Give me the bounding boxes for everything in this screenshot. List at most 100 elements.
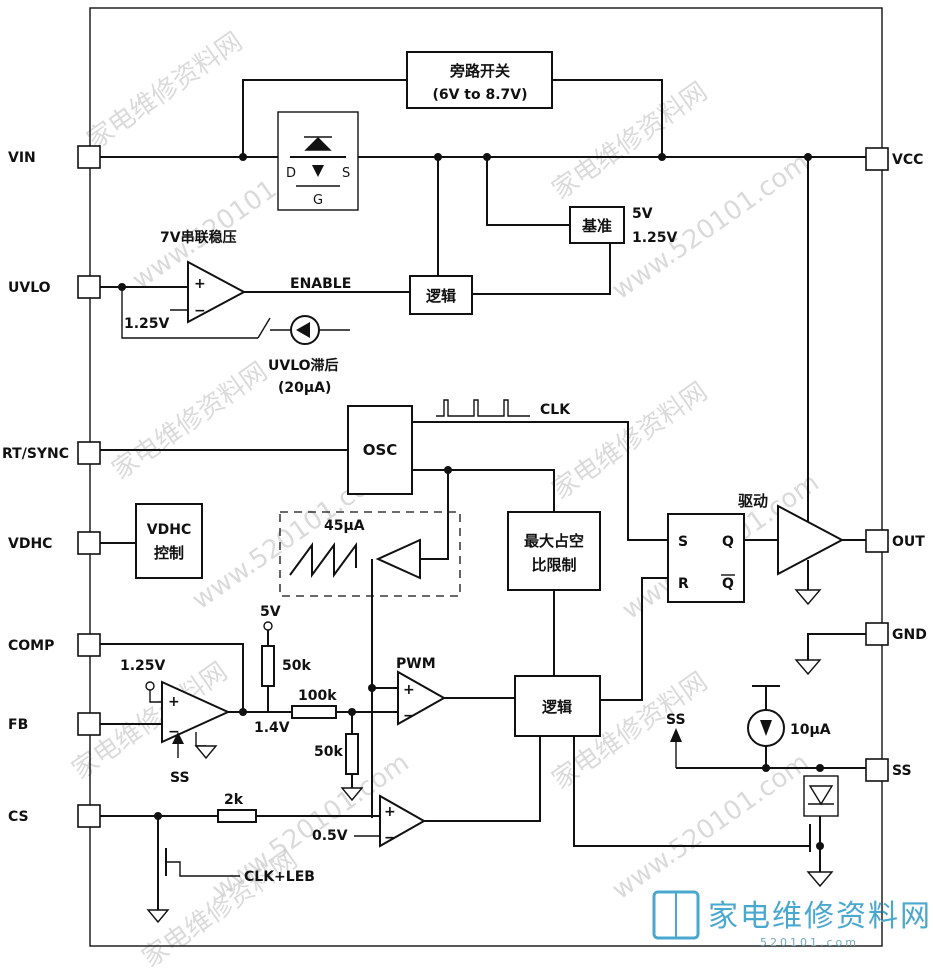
brand-logo: 家电维修资料网 520101.com: [652, 890, 932, 949]
logic-bottom-block: [514, 675, 601, 737]
vdhc-block-line2: 控制: [154, 544, 184, 562]
ss-section: 10μA SS: [573, 685, 866, 888]
uvlo-comp-plus: +: [194, 276, 206, 292]
pin-rtsync-label: RT/SYNC: [2, 446, 69, 462]
gnd-section: [794, 633, 866, 676]
watermark-cn-1: 家电维修资料网: [82, 27, 248, 156]
junction-pwm-ramp: [368, 684, 376, 692]
ss-arrow-icon: [670, 728, 682, 742]
leb-gate-wire: [166, 861, 240, 877]
r2k-resistor: [217, 809, 257, 823]
ea-plus: +: [168, 694, 180, 710]
ss-diode-icon: [808, 785, 834, 806]
bypass-switch-block: [406, 51, 553, 109]
reference-label: 基准: [581, 217, 612, 235]
oscillator-section: OSC CLK 最大占空 比限制 S Q R Q 驱动: [100, 399, 866, 701]
leb-ground-icon: [146, 909, 170, 924]
pin-cs-box: [77, 804, 101, 828]
cs-section: 2k + − 0.5V CLK+LEB: [100, 736, 541, 924]
pwm-minus: −: [403, 708, 415, 724]
clk-label: CLK: [540, 402, 571, 418]
junction-vcc-driver: [804, 153, 812, 161]
error-amp-section: + − 1.25V SS 5V 50k 1.4V 100k 50k: [100, 604, 601, 802]
ramp-buffer: [375, 538, 421, 580]
pin-vcc-box: [865, 147, 889, 171]
uvlo-hyst-label: UVLO滞后: [268, 357, 339, 374]
bypass-section: 旁路开关 (6V to 8.7V) D S G 7V串联稳压 基准 5V 1.2…: [100, 51, 866, 505]
r50k-bottom-label: 50k: [314, 744, 343, 760]
cs-comparator: [379, 794, 427, 848]
reference-5v: 5V: [632, 206, 653, 222]
brand-logo-sub: 520101.com: [760, 936, 859, 949]
pin-vdhc-label: VDHC: [8, 536, 52, 552]
osc-to-maxduty-wire: [412, 469, 555, 512]
sr-r: R: [678, 576, 689, 592]
pin-ss-label: SS: [892, 763, 912, 779]
ea-minus: −: [168, 724, 180, 740]
junction-ss-switch: [816, 764, 824, 772]
pins-left: VIN UVLO RT/SYNC VDHC COMP FB CS: [2, 145, 101, 828]
ramp-sawtooth-icon: [289, 541, 357, 579]
ramp-current-label: 45μA: [324, 518, 365, 534]
watermark-cn-3: 家电维修资料网: [107, 357, 273, 486]
sr-s: S: [678, 534, 688, 550]
vin-to-reference-wire: [486, 157, 570, 226]
output-driver: [777, 504, 845, 576]
bypass-wire-right: [552, 79, 663, 157]
ss-arrow-label: SS: [666, 712, 686, 728]
osc-label: OSC: [363, 441, 398, 459]
pwm-label: PWM: [396, 656, 436, 672]
brand-logo-text: 家电维修资料网: [708, 899, 932, 934]
gnd-wire: [807, 633, 866, 660]
uvlo-ref-label: 1.25V: [124, 316, 170, 332]
junction-vin-bypass: [239, 153, 247, 161]
ss-current-label: 10μA: [790, 722, 831, 738]
pin-uvlo-box: [77, 275, 101, 299]
error-amplifier: [161, 680, 231, 744]
vdhc-control-block: [135, 503, 203, 579]
ss-clamp-arrow-icon: [172, 732, 184, 744]
clk-waveform: [436, 399, 530, 417]
pin-rtsync-box: [77, 441, 101, 465]
bypass-switch-title: 旁路开关: [449, 62, 510, 80]
ea-ground-icon: [194, 745, 218, 760]
ramp-dashed-frame: [279, 511, 461, 597]
junction-ea-out: [239, 708, 247, 716]
pin-fb-label: FB: [8, 717, 28, 733]
pwm-plus: +: [403, 682, 415, 698]
cs-comp-minus: −: [384, 830, 396, 846]
vdhc-block-line1: VDHC: [147, 522, 191, 538]
pin-comp-label: COMP: [8, 638, 54, 654]
chip-outline: [89, 7, 883, 947]
pin-cs-label: CS: [8, 809, 29, 825]
uvlo-hyst-switch: [257, 317, 271, 339]
gnd-ground-icon: [794, 659, 822, 676]
max-duty-line1: 最大占空: [524, 532, 584, 550]
sr-latch-block: [667, 513, 745, 603]
pin-out-label: OUT: [892, 534, 925, 550]
junction-ss-mosfet: [816, 842, 824, 850]
bypass-wire-left: [242, 79, 407, 157]
pin-out-box: [865, 529, 889, 553]
ss-current-arrow-icon: [760, 720, 772, 736]
ea-ref-node: [145, 681, 155, 691]
driver-ground-icon: [794, 589, 822, 606]
r50k-top-label: 50k: [282, 658, 311, 674]
watermark-layer: 家电维修资料网 家电维修资料网 家电维修资料网 家电维修资料网 家电维修资料网 …: [67, 27, 825, 968]
driver-label: 驱动: [738, 492, 768, 510]
uvlo-hyst-wire: [121, 287, 258, 339]
logic-to-ss-switch-wire: [573, 736, 810, 847]
series-mosfet-g: G: [313, 193, 323, 208]
pin-fb-box: [77, 712, 101, 736]
junction-ss-source: [762, 764, 770, 772]
pin-vin-label: VIN: [8, 150, 36, 166]
ss-ground-icon: [806, 871, 834, 888]
pin-ss-box: [865, 758, 889, 782]
pin-vdhc-box: [77, 531, 101, 555]
pin-vin-box: [77, 145, 101, 169]
uvlo-hyst-current: (20μA): [278, 380, 331, 396]
series-mosfet-frame: [277, 111, 359, 211]
node-14v-label: 1.4V: [254, 720, 290, 736]
junction-reference: [483, 153, 491, 161]
clk-leb-label: CLK+LEB: [244, 869, 315, 885]
